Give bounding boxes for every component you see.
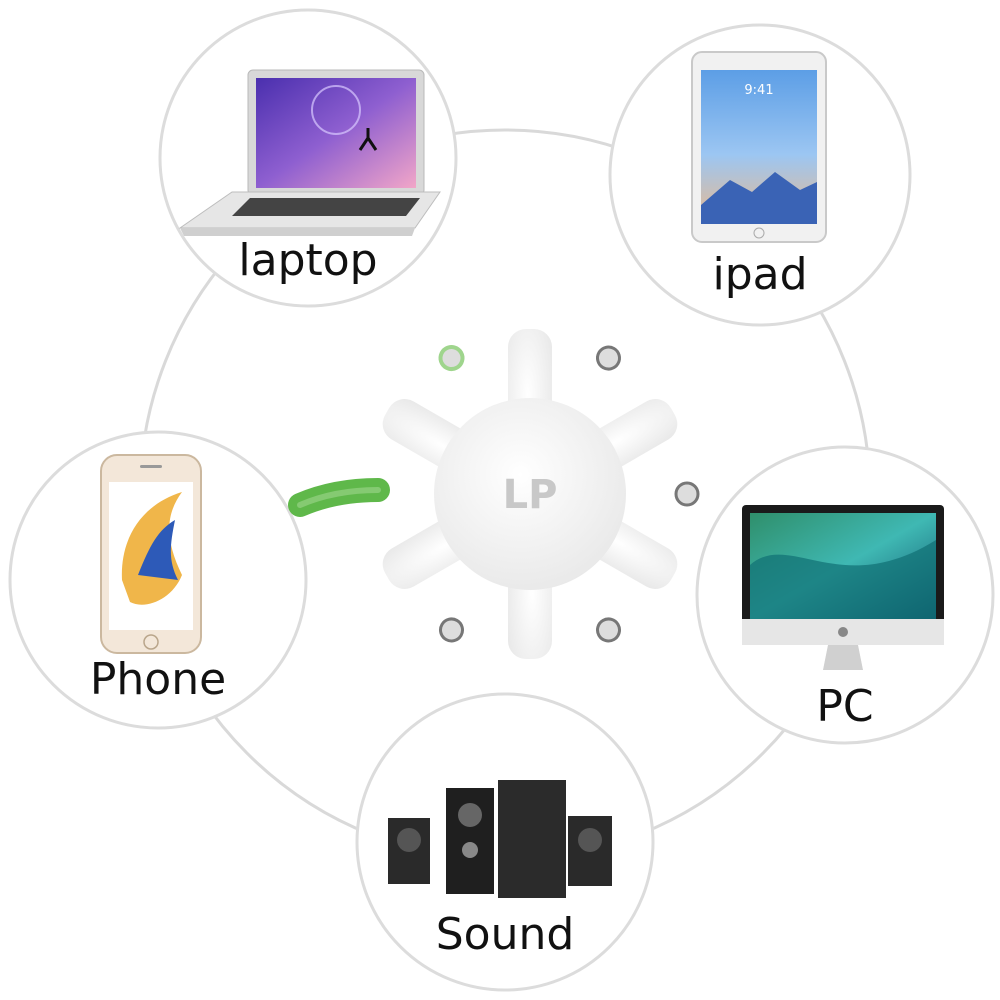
phone-label: Phone xyxy=(89,654,227,705)
pc-label: PC xyxy=(816,681,874,732)
speaker-system-icon xyxy=(388,780,612,898)
ipad-screen-time: 9:41 xyxy=(744,83,773,98)
splitter-logo: LP xyxy=(503,472,558,518)
smartphone-icon xyxy=(100,454,202,654)
ipad-label: ipad xyxy=(712,249,808,300)
tablet-icon: 9:41 xyxy=(691,51,827,243)
desktop-monitor-icon xyxy=(742,505,944,670)
sound-label: Sound xyxy=(435,909,575,960)
laptop-label: laptop xyxy=(238,235,378,286)
laptop-icon xyxy=(178,69,441,236)
audio-splitter-hub: LP xyxy=(382,329,700,659)
